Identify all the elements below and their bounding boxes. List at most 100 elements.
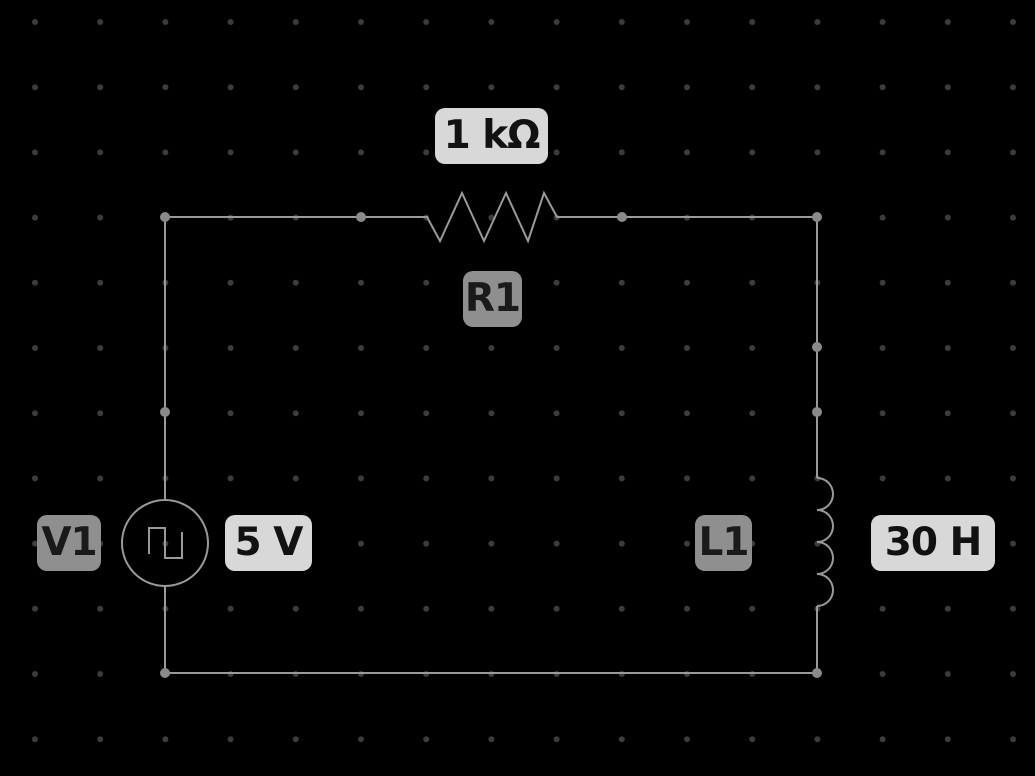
- node-right-upper[interactable]: [812, 342, 822, 352]
- node-bottom-left-corner[interactable]: [160, 668, 170, 678]
- grid-dot: [1010, 736, 1016, 743]
- source-name-label[interactable]: V1: [37, 515, 101, 571]
- source-value-label[interactable]: 5 V: [225, 515, 312, 571]
- grid-dot: [97, 149, 104, 156]
- grid-dot: [879, 605, 886, 612]
- grid-dot: [944, 149, 951, 156]
- grid-dot: [618, 345, 625, 351]
- grid-dot: [227, 84, 234, 91]
- grid-dot: [944, 214, 951, 221]
- grid-dot: [162, 84, 169, 91]
- grid-dot: [749, 345, 756, 351]
- grid-dot: [814, 19, 821, 25]
- grid-dot: [227, 475, 234, 482]
- grid-dot: [814, 149, 821, 156]
- grid-dot: [1010, 19, 1016, 25]
- voltage-source-v1[interactable]: [121, 499, 209, 587]
- grid-dot: [879, 671, 886, 677]
- grid-dot: [618, 475, 625, 482]
- inductor-coil-icon: [816, 477, 834, 607]
- grid-dot: [227, 279, 234, 286]
- grid-dot: [32, 605, 38, 612]
- grid-dot: [358, 345, 364, 351]
- resistor-value-label[interactable]: 1 kΩ: [435, 108, 548, 164]
- grid-dot: [1010, 540, 1016, 547]
- grid-dot: [358, 410, 364, 417]
- grid-dot: [97, 605, 104, 612]
- grid-dot: [814, 736, 821, 743]
- grid-dot: [944, 84, 951, 91]
- resistor-name-label[interactable]: R1: [463, 271, 522, 327]
- node-bottom-right-corner[interactable]: [812, 668, 822, 678]
- grid-dot: [32, 19, 38, 25]
- grid-dot: [553, 279, 560, 286]
- grid-dot: [423, 410, 430, 417]
- grid-dot: [32, 345, 38, 351]
- grid-dot: [553, 149, 560, 156]
- grid-dot: [553, 345, 560, 351]
- inductor-name-label[interactable]: L1: [695, 515, 752, 571]
- grid-dot: [1010, 605, 1016, 612]
- grid-dot: [292, 84, 299, 91]
- node-top-right-corner[interactable]: [812, 212, 822, 222]
- grid-dot: [684, 605, 690, 612]
- grid-dot: [292, 475, 299, 482]
- grid-dot: [684, 84, 690, 91]
- grid-dot: [488, 736, 495, 743]
- node-right-mid[interactable]: [812, 407, 822, 417]
- grid-dot: [97, 214, 104, 221]
- grid-dot: [749, 410, 756, 417]
- grid-dot: [618, 19, 625, 25]
- grid-dot: [358, 279, 364, 286]
- grid-dot: [944, 410, 951, 417]
- grid-dot: [162, 736, 169, 743]
- grid-dot: [292, 279, 299, 286]
- grid-dot: [684, 279, 690, 286]
- grid-dot: [292, 19, 299, 25]
- grid-dot: [423, 84, 430, 91]
- grid-dot: [358, 149, 364, 156]
- grid-dot: [488, 19, 495, 25]
- grid-dot: [97, 345, 104, 351]
- grid-dot: [32, 410, 38, 417]
- grid-dot: [618, 540, 625, 547]
- grid-dot: [1010, 345, 1016, 351]
- grid-dot: [423, 149, 430, 156]
- grid-dot: [749, 736, 756, 743]
- node-r1-left[interactable]: [356, 212, 366, 222]
- grid-dot: [684, 410, 690, 417]
- grid-dot: [879, 214, 886, 221]
- grid-dot: [618, 149, 625, 156]
- grid-dot: [358, 19, 364, 25]
- grid-dot: [227, 605, 234, 612]
- grid-dot: [32, 671, 38, 677]
- grid-dot: [97, 19, 104, 25]
- grid-dot: [749, 149, 756, 156]
- grid-dot: [553, 605, 560, 612]
- grid-dot: [292, 605, 299, 612]
- inductor-l1[interactable]: [816, 477, 834, 607]
- inductor-value-label[interactable]: 30 H: [871, 515, 995, 571]
- grid-dot: [227, 345, 234, 351]
- grid-dot: [944, 605, 951, 612]
- grid-dot: [749, 475, 756, 482]
- grid-dot: [618, 84, 625, 91]
- grid-dot: [749, 605, 756, 612]
- grid-dot: [1010, 84, 1016, 91]
- resistor-r1[interactable]: [361, 190, 622, 244]
- grid-dot: [1010, 149, 1016, 156]
- grid-dot: [944, 345, 951, 351]
- grid-dot: [749, 19, 756, 25]
- grid-dot: [684, 540, 690, 547]
- node-r1-right[interactable]: [617, 212, 627, 222]
- grid-dot: [227, 410, 234, 417]
- grid-dot: [749, 279, 756, 286]
- grid-dot: [423, 19, 430, 25]
- grid-dot: [684, 736, 690, 743]
- node-top-left-corner[interactable]: [160, 212, 170, 222]
- node-left-mid[interactable]: [160, 407, 170, 417]
- grid-dot: [488, 540, 495, 547]
- grid-dot: [488, 214, 495, 221]
- grid-dot: [553, 84, 560, 91]
